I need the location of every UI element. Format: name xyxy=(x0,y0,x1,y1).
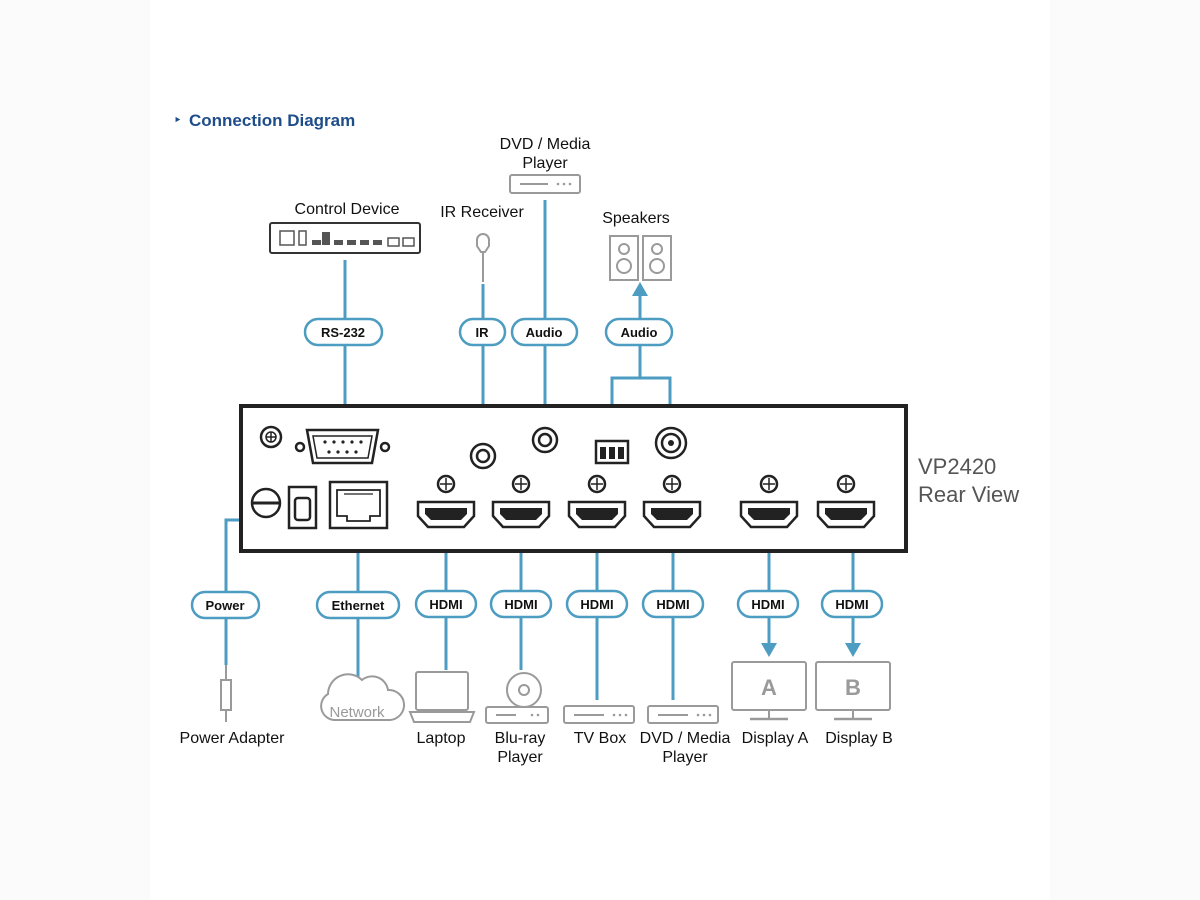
hdmi-in-4-port xyxy=(642,474,702,529)
power-adapter-icon xyxy=(220,665,232,722)
audio-out-cable-tag: Audio xyxy=(604,317,674,347)
display-b-letter: B xyxy=(845,675,861,700)
hdmi-out-b-cable-tag: HDMI xyxy=(820,589,884,619)
ground-screw-icon xyxy=(259,425,283,449)
audio-out-label: Audio xyxy=(621,325,658,340)
speakers-arrow-icon xyxy=(632,282,648,296)
hdmi-in-1-port xyxy=(416,474,476,529)
dvd-top-label-line2: Player xyxy=(522,155,568,172)
hdmi-in-3-port xyxy=(567,474,627,529)
rs232-port xyxy=(294,428,391,465)
control-device-icon xyxy=(269,222,421,254)
power-lock-icon xyxy=(250,487,282,519)
dvd-bottom-label-line2: Player xyxy=(662,749,708,766)
bluray-label-line1: Blu-ray xyxy=(495,730,546,747)
ir-cable-tag: IR xyxy=(458,317,507,347)
diagram-title: Connection Diagram xyxy=(189,111,355,130)
right-margin xyxy=(1050,0,1200,900)
laptop-label: Laptop xyxy=(417,730,466,747)
display-a-label: Display A xyxy=(742,730,809,747)
dvd-bottom-label-line1: DVD / Media xyxy=(640,730,731,747)
speakers-icon xyxy=(609,235,672,281)
dvd-top-label-line1: DVD / Media xyxy=(500,136,591,153)
display-b-icon: B xyxy=(815,661,891,721)
power-cable-tag: Power xyxy=(190,590,261,620)
dvd-player-top-icon xyxy=(509,174,581,194)
bluray-label-line2: Player xyxy=(497,749,543,766)
tv-box-icon xyxy=(563,705,635,724)
control-device-label: Control Device xyxy=(295,201,400,218)
hdmi-out-b-port xyxy=(816,474,876,529)
hdmi2-label: HDMI xyxy=(504,597,537,612)
power-port xyxy=(287,485,318,530)
display-a-icon: A xyxy=(731,661,807,721)
network-label: Network xyxy=(329,704,385,721)
ethernet-port xyxy=(328,480,389,530)
ir-receiver-label: IR Receiver xyxy=(440,204,524,221)
rs232-label: RS-232 xyxy=(321,325,365,340)
hdmi1-cable-tag: HDMI xyxy=(414,589,478,619)
ir-receiver-icon xyxy=(476,233,490,282)
laptop-icon xyxy=(408,671,476,723)
audio-in-label: Audio xyxy=(526,325,563,340)
hdmi2-cable-tag: HDMI xyxy=(489,589,553,619)
hdmi4-label: HDMI xyxy=(656,597,689,612)
ir-label: IR xyxy=(476,325,490,340)
audio-in-cable-tag: Audio xyxy=(510,317,579,347)
hdmi4-cable-tag: HDMI xyxy=(641,589,705,619)
power-adapter-label: Power Adapter xyxy=(180,730,286,747)
display-a-letter: A xyxy=(761,675,777,700)
bluray-player-icon xyxy=(485,672,549,724)
audio-out-rca-port xyxy=(654,426,688,460)
tv-box-label: TV Box xyxy=(574,730,626,747)
dvd-player-bottom-icon xyxy=(647,705,719,724)
display-a-arrow-icon xyxy=(761,643,777,657)
power-label: Power xyxy=(205,598,244,613)
hdmi1-label: HDMI xyxy=(429,597,462,612)
model-name: VP2420 xyxy=(918,454,996,479)
hdmi-out-a-cable-tag: HDMI xyxy=(736,589,800,619)
speakers-label: Speakers xyxy=(602,210,670,227)
network-cloud-icon: Network xyxy=(320,673,406,721)
audio-out-terminal-block xyxy=(594,439,630,465)
hdmi-out-a-port xyxy=(739,474,799,529)
display-b-arrow-icon xyxy=(845,643,861,657)
heading-bullet-icon: ‣ xyxy=(174,113,181,127)
rs232-cable-tag: RS-232 xyxy=(303,317,384,347)
ethernet-label: Ethernet xyxy=(332,598,385,613)
hdmi-out-b-label: HDMI xyxy=(835,597,868,612)
hdmi-out-a-label: HDMI xyxy=(751,597,784,612)
hdmi-in-2-port xyxy=(491,474,551,529)
ir-port xyxy=(469,442,497,470)
view-label: Rear View xyxy=(918,482,1019,507)
hdmi3-label: HDMI xyxy=(580,597,613,612)
ethernet-cable-tag: Ethernet xyxy=(315,590,401,620)
display-b-label: Display B xyxy=(825,730,893,747)
audio-in-port xyxy=(531,426,559,454)
hdmi3-cable-tag: HDMI xyxy=(565,589,629,619)
left-margin xyxy=(0,0,150,900)
